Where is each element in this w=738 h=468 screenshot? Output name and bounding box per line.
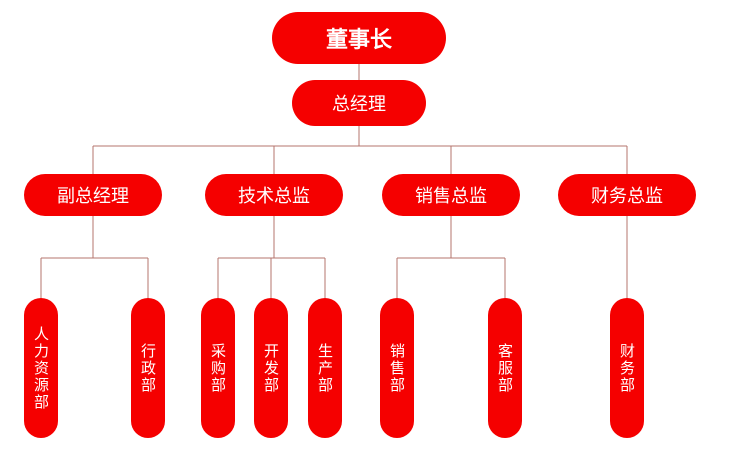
node-finance-director: 财务总监: [558, 174, 696, 216]
node-tech-director: 技术总监: [205, 174, 343, 216]
node-finance-dept: 财务部: [610, 298, 644, 438]
node-purchasing-dept: 采购部: [201, 298, 235, 438]
node-sales-director: 销售总监: [382, 174, 520, 216]
node-general-manager: 总经理: [292, 80, 426, 126]
node-deputy-gm: 副总经理: [24, 174, 162, 216]
node-sales-dept: 销售部: [380, 298, 414, 438]
node-development-dept: 开发部: [254, 298, 288, 438]
node-production-dept: 生产部: [308, 298, 342, 438]
node-chairman: 董事长: [272, 12, 446, 64]
node-customer-service-dept: 客服部: [488, 298, 522, 438]
node-hr-dept: 人力资源部: [24, 298, 58, 438]
node-admin-dept: 行政部: [131, 298, 165, 438]
